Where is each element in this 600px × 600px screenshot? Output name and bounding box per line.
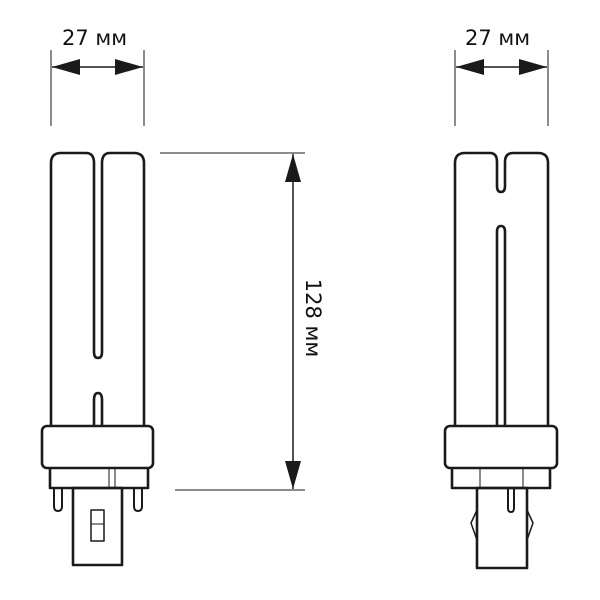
width-side-dimension — [454, 50, 549, 126]
height-dimension — [160, 152, 305, 491]
lamp-side-view — [443, 151, 559, 570]
width-side-label: 27 мм — [465, 26, 531, 50]
width-front-dimension — [50, 50, 145, 126]
width-front-label: 27 мм — [62, 26, 128, 50]
lamp-front-view — [40, 151, 155, 567]
